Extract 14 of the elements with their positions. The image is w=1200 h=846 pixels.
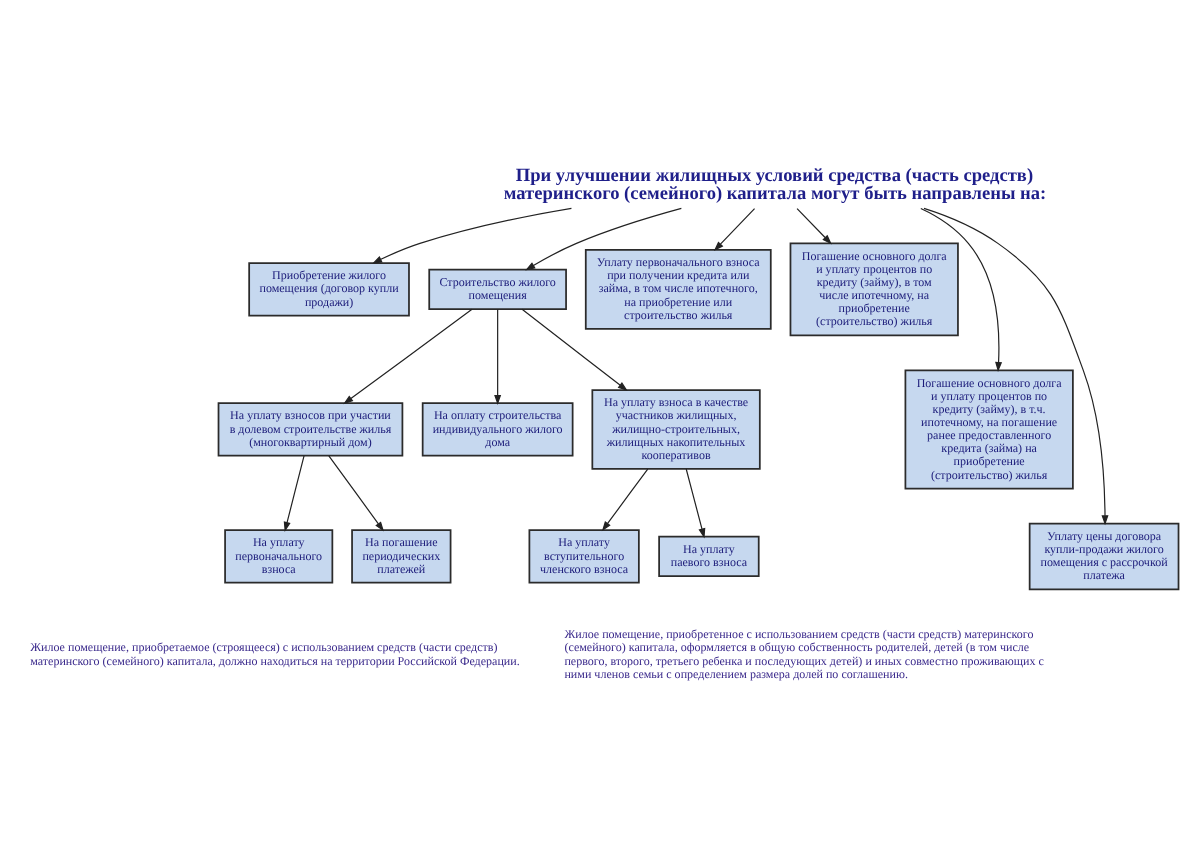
arrow xyxy=(283,454,305,531)
arrow xyxy=(601,467,649,531)
arrow xyxy=(920,206,1003,372)
arrow xyxy=(796,206,832,244)
arrow xyxy=(685,467,706,538)
arrow xyxy=(713,206,756,251)
arrow xyxy=(923,206,1109,525)
node-text: При улучшении жилищных условий средства (часть средств) материнского (семейного) капитала могут быть направлены на: xyxy=(503,165,1047,205)
arrow xyxy=(525,206,682,270)
arrow xyxy=(494,307,502,404)
arrow xyxy=(521,307,628,391)
arrow xyxy=(343,307,473,404)
arrow xyxy=(372,206,573,263)
arrow xyxy=(328,454,385,531)
